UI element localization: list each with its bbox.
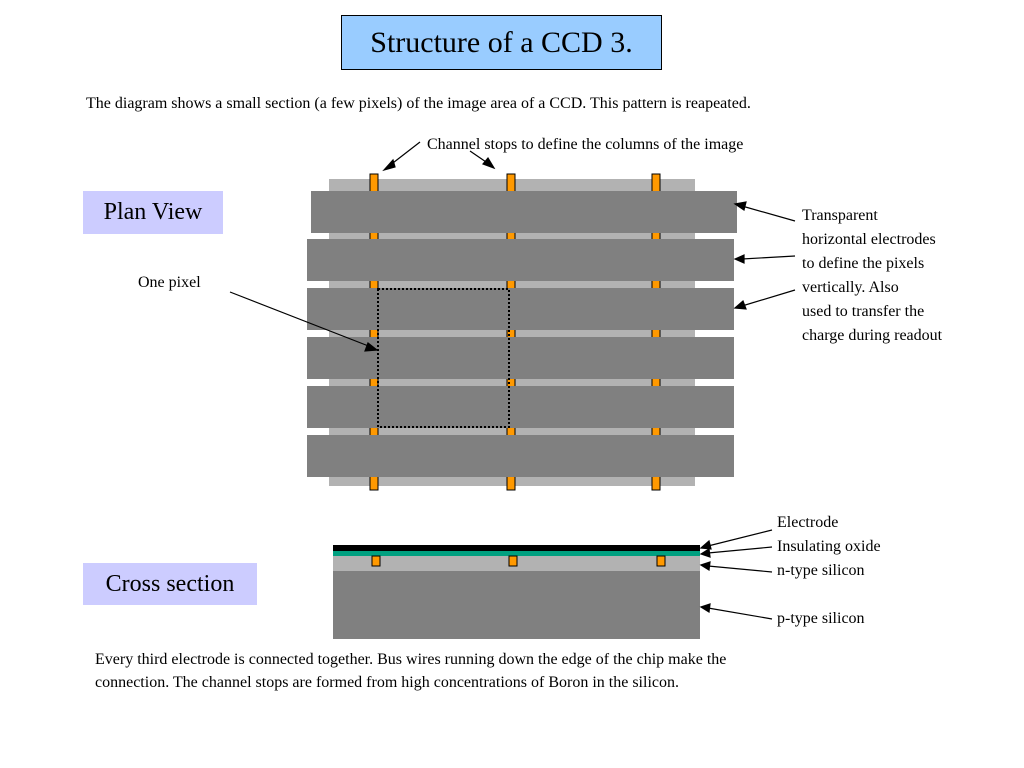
footer-line: connection. The channel stops are formed… — [95, 674, 679, 691]
electrodes-desc-line: horizontal electrodes — [802, 231, 936, 248]
pixel-outline — [377, 288, 510, 428]
oxide-layer-label: Insulating oxide — [777, 538, 881, 555]
electrodes-desc-line: charge during readout — [802, 327, 943, 344]
page-title: Structure of a CCD 3. — [341, 15, 662, 70]
channel-stop — [369, 173, 379, 491]
cross-section-label: Cross section — [83, 563, 257, 605]
footer-text: Every third electrode is connected toget… — [95, 648, 915, 694]
plan-view-label: Plan View — [83, 191, 223, 234]
electrodes-desc-line: to define the pixels — [802, 255, 925, 272]
electrode-strip — [311, 191, 737, 233]
channel-stop-arrows — [382, 141, 496, 172]
electrode-layer — [333, 545, 700, 551]
p-type-silicon-layer — [333, 571, 700, 639]
cross-section-arrows — [699, 529, 773, 620]
one-pixel-label: One pixel — [138, 274, 201, 291]
footer-line: Every third electrode is connected toget… — [95, 651, 727, 668]
one-pixel-arrow — [229, 291, 379, 352]
channel-stop-cross — [508, 555, 518, 567]
electrode-layer-label: Electrode — [777, 514, 839, 531]
channel-stop — [651, 173, 661, 491]
oxide-layer — [333, 551, 700, 556]
channel-stops-label: Channel stops to define the columns of t… — [427, 136, 744, 153]
electrode-strip — [307, 435, 734, 477]
electrode-arrows — [733, 201, 796, 310]
electrode-strip — [307, 386, 734, 428]
electrodes-desc-line: vertically. Also — [802, 279, 899, 296]
electrodes-description: Transparent horizontal electrodes to def… — [802, 204, 942, 348]
channel-stop-cross — [656, 555, 666, 567]
electrodes-desc-line: Transparent — [802, 207, 878, 224]
intro-text: The diagram shows a small section (a few… — [86, 95, 751, 112]
n-type-layer-label: n-type silicon — [777, 562, 865, 579]
electrode-strip — [307, 239, 734, 281]
p-type-layer-label: p-type silicon — [777, 610, 865, 627]
channel-stop — [506, 173, 516, 491]
electrodes-desc-line: used to transfer the — [802, 303, 925, 320]
electrode-strip — [307, 288, 734, 330]
channel-stop-cross — [371, 555, 381, 567]
electrode-strip — [307, 337, 734, 379]
